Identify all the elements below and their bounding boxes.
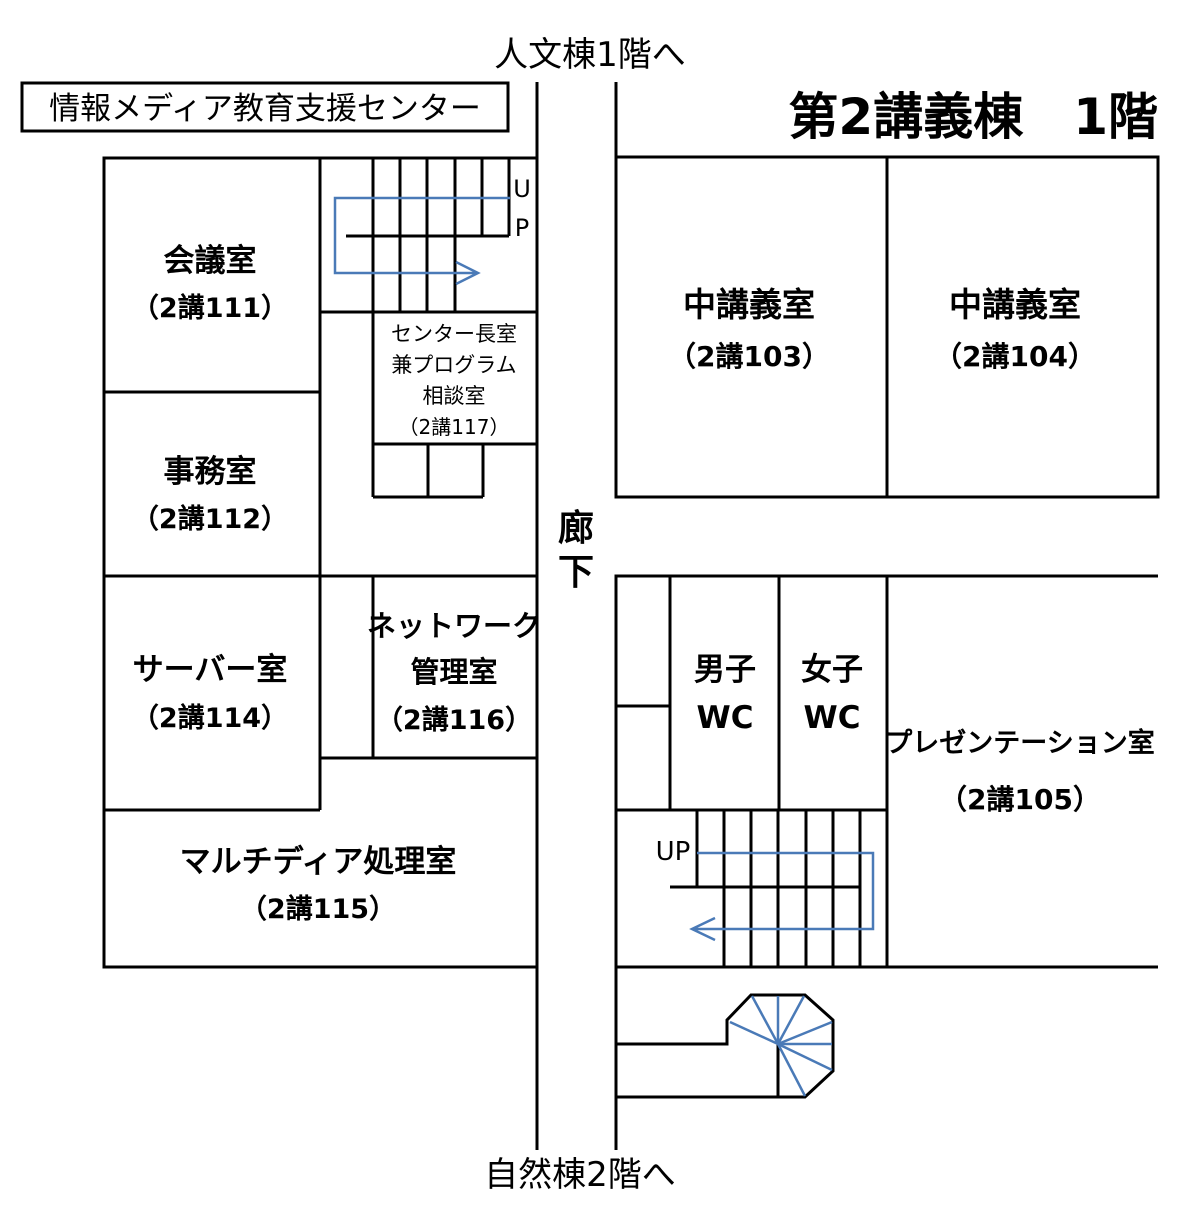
room-117-line1: センター長室	[391, 322, 517, 346]
wc-men-line2: WC	[697, 700, 754, 736]
south-stair-up-arrow	[689, 851, 875, 942]
room-104-code: （2講104）	[934, 340, 1096, 373]
corridor-walls	[535, 82, 618, 1150]
room-117-line2: 兼プログラム	[391, 353, 516, 377]
room-105-code: （2講105）	[939, 783, 1101, 816]
corridor-label-2: 下	[558, 552, 594, 593]
room-116-line1: ネットワーク	[367, 609, 541, 643]
wc-men-line1: 男子	[694, 652, 756, 688]
room-115-code: （2講115）	[240, 893, 396, 925]
wc-women-line2: WC	[804, 700, 861, 736]
room-117-line3: 相談室	[423, 384, 486, 408]
building-floor-title: 第2講義棟 1階	[788, 88, 1158, 146]
room-114-name: サーバー室	[133, 652, 288, 688]
spiral-stair-frame	[616, 993, 835, 1099]
south-stair-up-label: UP	[656, 837, 691, 867]
wc-women-line1: 女子	[801, 652, 863, 688]
room-103-code: （2講103）	[668, 340, 830, 373]
south-exit-label: 自然棟2階へ	[484, 1155, 676, 1195]
south-stair-treads	[670, 810, 862, 967]
room-104-name: 中講義室	[949, 285, 1081, 324]
room-111-code: （2講111）	[132, 292, 288, 324]
room-114-code: （2講114）	[132, 702, 288, 734]
room-105-name: プレゼンテーション室	[885, 727, 1154, 759]
room-116-line2: 管理室	[410, 655, 497, 689]
left-block-walls	[102, 156, 537, 969]
center-name: 情報メディア教育支援センター	[49, 91, 481, 127]
north-stair-up-u: U	[513, 175, 531, 203]
center-name-box	[20, 81, 510, 133]
right-block-walls	[614, 155, 1160, 969]
room-117-code: （2講117）	[399, 415, 510, 439]
spiral-stair-rays	[729, 995, 833, 1097]
north-exit-label: 人文棟1階へ	[494, 35, 686, 75]
north-stair-up-p: P	[515, 214, 529, 242]
room-111-name: 会議室	[164, 243, 257, 279]
north-stair-treads	[346, 158, 511, 312]
room-112-code: （2講112）	[132, 503, 288, 535]
room-112-name: 事務室	[164, 454, 257, 490]
room-115-name: マルチディア処理室	[180, 844, 457, 880]
room-103-name: 中講義室	[683, 285, 815, 324]
north-stair-up-arrow	[333, 196, 510, 286]
room-116-code: （2講116）	[376, 704, 532, 736]
corridor-label-1: 廊	[558, 508, 594, 549]
